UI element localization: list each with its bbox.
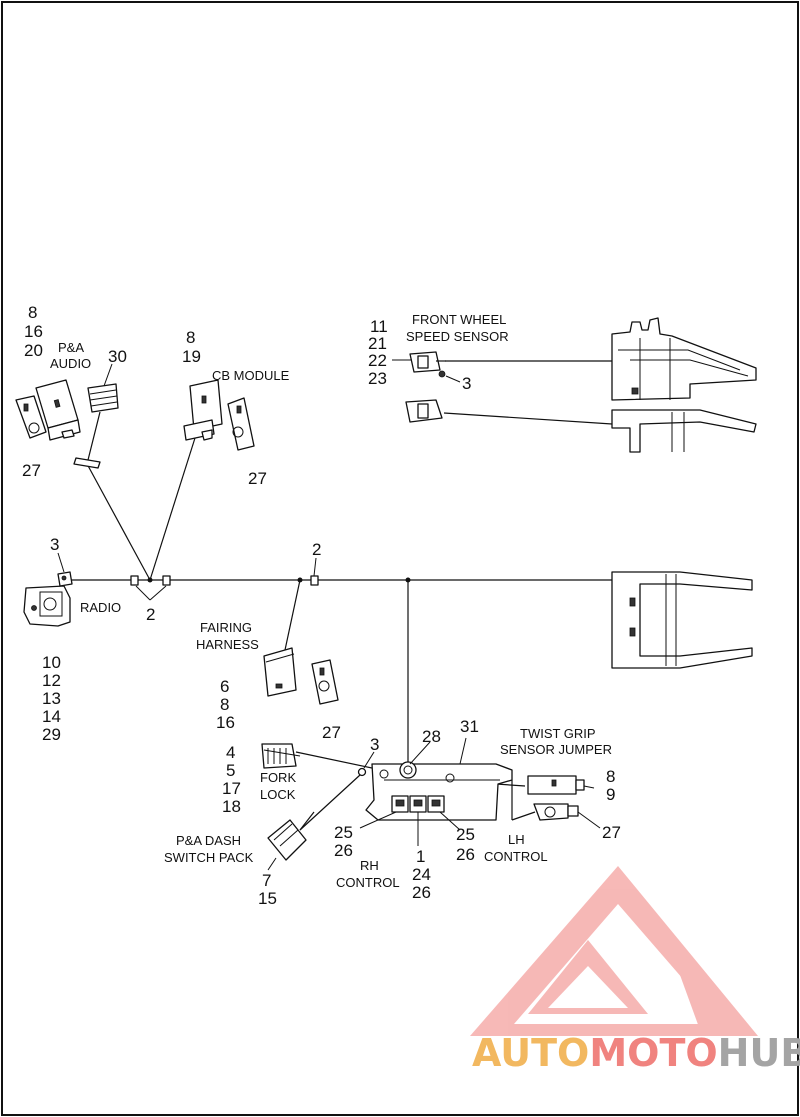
callout-19-cb: 19: [182, 347, 201, 366]
label-rh-control-1: RH: [360, 858, 379, 873]
label-radio: RADIO: [80, 600, 121, 615]
callout-22: 22: [368, 351, 387, 370]
watermark-text: AUTOMOTOHUB: [472, 1031, 800, 1075]
callout-27-twist: 27: [602, 823, 621, 842]
callout-14: 14: [42, 707, 61, 726]
callout-8-fairing: 8: [220, 695, 229, 714]
label-fork-lock-2: LOCK: [260, 787, 296, 802]
callout-6: 6: [220, 677, 229, 696]
callout-13: 13: [42, 689, 61, 708]
label-cb-module: CB MODULE: [212, 368, 290, 383]
fork-lock-connector: [261, 743, 297, 769]
speed-sensor-connector: [409, 351, 446, 378]
callout-26-rh: 26: [334, 841, 353, 860]
main-bracket-right: [611, 571, 753, 669]
label-rh-control-2: CONTROL: [336, 875, 400, 890]
callout-25-lh: 25: [456, 825, 475, 844]
leader-lines: [57, 359, 601, 871]
callout-27-cb: 27: [248, 469, 267, 488]
speed-sensor-lower: [405, 399, 443, 423]
component-labels: P&A AUDIO CB MODULE FRONT WHEEL SPEED SE…: [50, 312, 612, 890]
harness-wires: [70, 360, 615, 831]
label-front-wheel-2: SPEED SENSOR: [406, 329, 509, 344]
callout-8-audio: 8: [28, 303, 37, 322]
callout-23: 23: [368, 369, 387, 388]
callout-17: 17: [222, 779, 241, 798]
fairing-bracket-27: [311, 659, 339, 705]
callout-21: 21: [368, 334, 387, 353]
pa-audio-connector: [35, 379, 81, 441]
label-fairing-2: HARNESS: [196, 637, 259, 652]
label-lh-control-2: CONTROL: [484, 849, 548, 864]
callout-15: 15: [258, 889, 277, 908]
dash-switch-pack-connector: [267, 811, 315, 861]
callout-16-audio: 16: [24, 322, 43, 341]
label-dash-switch-2: SWITCH PACK: [164, 850, 254, 865]
fairing-bracket-upper: [611, 317, 757, 401]
label-lh-control-1: LH: [508, 832, 525, 847]
callout-26-center: 26: [412, 883, 431, 902]
callout-2-left: 2: [146, 605, 155, 624]
label-dash-switch-1: P&A DASH: [176, 833, 241, 848]
callout-9: 9: [606, 785, 615, 804]
callout-8-twist: 8: [606, 767, 615, 786]
cb-module-connector: [183, 379, 223, 441]
callout-7: 7: [262, 871, 271, 890]
control-connectors: [391, 795, 445, 813]
callout-25-rh: 25: [334, 823, 353, 842]
callout-27-audio: 27: [22, 461, 41, 480]
cb-bracket-27: [227, 397, 255, 451]
callout-3-bottom: 3: [370, 735, 379, 754]
callout-5: 5: [226, 761, 235, 780]
callout-8-cb: 8: [186, 328, 195, 347]
watermark-auto: AUTO: [472, 1031, 589, 1075]
label-pa-audio-1: P&A: [58, 340, 84, 355]
label-twist-grip-2: SENSOR JUMPER: [500, 742, 612, 757]
callout-3-radio: 3: [50, 535, 59, 554]
twist-grip-connector: [527, 775, 585, 795]
callout-20-audio: 20: [24, 341, 43, 360]
part-30-plug: [73, 383, 119, 469]
label-pa-audio-2: AUDIO: [50, 356, 91, 371]
label-twist-grip-1: TWIST GRIP: [520, 726, 596, 741]
audio-bracket-27: [15, 395, 47, 439]
callout-16-fairing: 16: [216, 713, 235, 732]
callout-4: 4: [226, 743, 235, 762]
radio-connector: [23, 571, 73, 627]
callout-3-fws: 3: [462, 374, 471, 393]
callouts: 8 16 20 30 27 8 19 27 11 21 22 23 3 3 2 …: [22, 303, 621, 908]
callout-29: 29: [42, 725, 61, 744]
callout-31: 31: [460, 717, 479, 736]
fairing-bracket-mid: [611, 409, 757, 453]
automotohub-logo: [470, 866, 758, 1036]
part-28-ring: [399, 761, 417, 779]
callout-10: 10: [42, 653, 61, 672]
callout-1: 1: [416, 847, 425, 866]
callout-24: 24: [412, 865, 431, 884]
callout-12: 12: [42, 671, 61, 690]
label-fork-lock-1: FORK: [260, 770, 296, 785]
callout-30: 30: [108, 347, 127, 366]
callout-27-fairing: 27: [322, 723, 341, 742]
watermark-hub: HUB: [718, 1031, 800, 1075]
callout-28: 28: [422, 727, 441, 746]
callout-11: 11: [370, 317, 388, 336]
callout-18: 18: [222, 797, 241, 816]
fairing-harness-connector: [263, 647, 297, 697]
callout-26-lh: 26: [456, 845, 475, 864]
callout-2-mid: 2: [312, 540, 321, 559]
label-fairing-1: FAIRING: [200, 620, 252, 635]
watermark-moto: MOTO: [589, 1031, 717, 1075]
twist-grip-bracket-27: [533, 803, 579, 821]
label-front-wheel-1: FRONT WHEEL: [412, 312, 506, 327]
